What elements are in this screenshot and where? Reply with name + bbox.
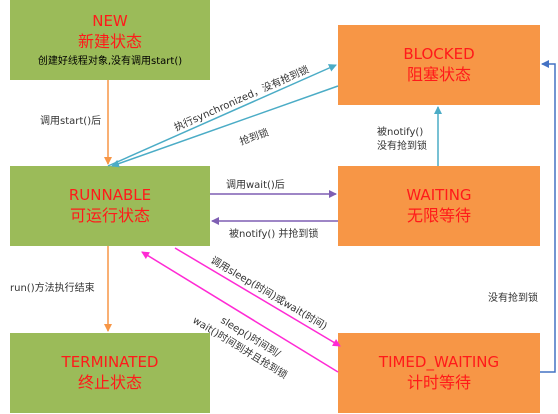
state-timed-waiting: TIMED_WAITING 计时等待: [338, 333, 540, 413]
label-waiting-to-runnable: 被notify() 并抢到锁: [229, 227, 318, 240]
state-terminated-cn: 终止状态: [77, 373, 142, 392]
state-new-name: NEW: [92, 11, 128, 30]
state-new-cn: 新建状态: [77, 31, 142, 51]
state-terminated-name: TERMINATED: [61, 353, 159, 371]
state-runnable: RUNNABLE 可运行状态: [10, 166, 210, 246]
state-waiting-cn: 无限等待: [406, 206, 471, 225]
label-waiting-to-blocked-2: 没有抢到锁: [377, 139, 427, 152]
label-runnable-to-waiting: 调用wait()后: [226, 179, 285, 191]
state-timed-waiting-name: TIMED_WAITING: [378, 353, 500, 371]
state-new-desc: 创建好线程对象,没有调用start(): [37, 55, 183, 67]
state-runnable-name: RUNNABLE: [68, 186, 152, 204]
state-waiting-name: WAITING: [406, 186, 472, 204]
arrow-timed-to-blocked: [540, 60, 556, 373]
state-runnable-cn: 可运行状态: [69, 206, 150, 225]
state-timed-waiting-cn: 计时等待: [406, 373, 471, 392]
label-new-to-runnable: 调用start()后: [40, 115, 101, 127]
arrow-timed-to-runnable: [141, 251, 339, 373]
state-waiting: WAITING 无限等待: [338, 166, 540, 246]
arrow-runnable-to-timed: [174, 247, 341, 347]
label-blocked-to-runnable: 抢到锁: [238, 126, 271, 148]
label-runnable-to-terminated: run()方法执行结束: [10, 281, 95, 294]
state-new: NEW 新建状态 创建好线程对象,没有调用start(): [10, 0, 210, 80]
label-waiting-to-blocked-1: 被notify(): [377, 125, 423, 138]
state-terminated: TERMINATED 终止状态: [10, 333, 210, 413]
state-blocked: BLOCKED 阻塞状态: [338, 25, 540, 105]
label-runnable-to-blocked: 执行synchronized，没有抢到锁: [172, 63, 311, 134]
state-blocked-name: BLOCKED: [403, 45, 475, 63]
label-timed-to-blocked: 没有抢到锁: [488, 291, 538, 304]
arrow-runnable-to-blocked: [107, 64, 337, 167]
arrow-blocked-to-runnable: [111, 85, 339, 168]
state-blocked-cn: 阻塞状态: [406, 65, 471, 84]
